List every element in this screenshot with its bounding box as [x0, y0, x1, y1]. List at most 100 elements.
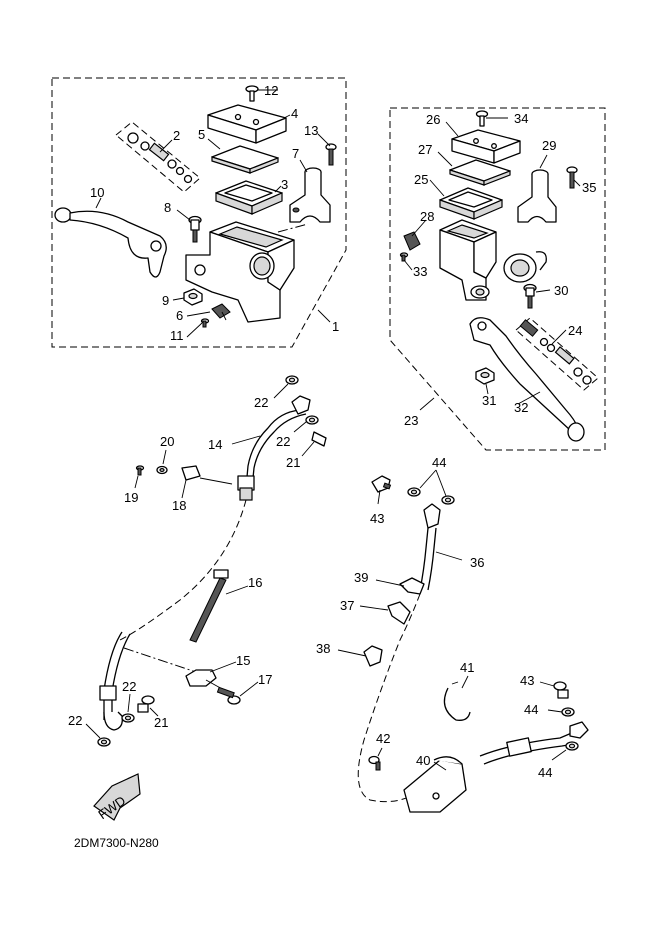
part-28-brake-switch	[403, 231, 421, 251]
assembly-23-frame	[389, 107, 606, 451]
leader-18	[181, 479, 187, 499]
leader-39	[375, 579, 405, 587]
callout-c23: 23	[404, 413, 418, 428]
leader-23	[419, 397, 435, 411]
callout-c22a: 22	[254, 395, 268, 410]
callout-c32: 32	[514, 400, 528, 415]
leader-22b	[293, 421, 307, 433]
part-22d-washer	[97, 737, 111, 747]
leader-44a	[419, 469, 437, 489]
leader-11	[186, 322, 203, 338]
part-17-bolt	[216, 686, 241, 705]
leader-31	[485, 383, 489, 395]
callout-c8: 8	[164, 200, 171, 215]
leader-35	[573, 179, 581, 187]
part-19-bolt	[135, 465, 145, 476]
part-6-brake-switch	[211, 303, 231, 321]
callout-c4: 4	[291, 106, 298, 121]
rear-brake-hose-assembly	[357, 475, 589, 803]
part-40-hose-holder	[403, 756, 467, 813]
leader-16	[225, 585, 249, 595]
callout-c21b: 21	[154, 715, 168, 730]
part-16-cable-tie	[189, 569, 229, 643]
callout-c28: 28	[420, 209, 434, 224]
leader-2	[159, 139, 173, 153]
leader-41	[461, 675, 469, 689]
leader-22c	[127, 693, 131, 713]
callout-c44c: 44	[538, 765, 552, 780]
leader-40	[433, 761, 447, 771]
callout-c2: 2	[173, 128, 180, 143]
part-20-washer	[156, 465, 168, 475]
leader-43b	[539, 681, 555, 687]
part-26-reservoir-cap	[451, 129, 521, 164]
callout-c18: 18	[172, 498, 186, 513]
leader-8	[176, 209, 191, 221]
part-4-reservoir-cap	[207, 104, 287, 144]
part-11-screw	[200, 318, 210, 328]
callout-c5: 5	[198, 127, 205, 142]
callout-c34: 34	[514, 111, 528, 126]
front-brake-hose-assembly	[99, 375, 327, 731]
callout-c27: 27	[418, 142, 432, 157]
part-18-hose-guide	[181, 465, 233, 485]
fwd-direction-arrow: FWD	[93, 773, 141, 822]
callout-c44a: 44	[432, 455, 446, 470]
leader-14	[231, 435, 261, 445]
callout-c39: 39	[354, 570, 368, 585]
part-34-screw	[475, 110, 489, 127]
leader-5	[207, 138, 221, 150]
callout-c24: 24	[568, 323, 582, 338]
callout-c9: 9	[162, 293, 169, 308]
callout-c30: 30	[554, 283, 568, 298]
part-13-screw	[325, 143, 337, 166]
callout-c21a: 21	[286, 455, 300, 470]
callout-c10: 10	[90, 185, 104, 200]
leader-9	[172, 297, 185, 301]
callout-c11: 11	[170, 328, 184, 343]
diagram-code: 2DM7300-N280	[74, 836, 159, 850]
callout-c36: 36	[470, 555, 484, 570]
leader-17	[239, 681, 259, 697]
callout-c19: 19	[124, 490, 138, 505]
leader-26	[445, 121, 459, 137]
leader-3	[274, 185, 282, 193]
part-29-holder-clamp	[517, 169, 557, 223]
part-21b-union-bolt	[137, 695, 155, 713]
callout-c33: 33	[413, 264, 427, 279]
callout-c25: 25	[414, 172, 428, 187]
assembly-1-frame	[51, 77, 347, 348]
leader-21a	[301, 441, 315, 457]
master-cylinder-body	[185, 221, 309, 323]
leader-20	[162, 449, 167, 465]
part-27-diaphragm-plate	[449, 159, 511, 186]
leader-22a	[273, 383, 289, 399]
callout-c26: 26	[426, 112, 440, 127]
leader-37	[359, 605, 389, 611]
callout-c13: 13	[304, 123, 318, 138]
part-39-hose-clip	[399, 577, 425, 595]
leader-32	[517, 391, 541, 405]
leader-21b	[149, 707, 159, 717]
part-32-rear-brake-lever	[469, 317, 585, 442]
leader-25	[429, 179, 445, 197]
part-41-circlip	[443, 681, 471, 721]
callout-c1: 1	[332, 319, 339, 334]
leader-1	[317, 309, 331, 323]
part-38-hose-clip	[363, 645, 383, 667]
callout-c41: 41	[460, 660, 474, 675]
part-10-front-brake-lever	[54, 207, 167, 278]
leader-30	[535, 289, 551, 293]
callout-c22b: 22	[276, 434, 290, 449]
leader-6	[186, 311, 211, 317]
part-7-holder-clamp	[289, 167, 331, 223]
callout-c42: 42	[376, 731, 390, 746]
part-33-screw	[399, 252, 409, 262]
callout-c7: 7	[292, 146, 299, 161]
part-9-nut	[183, 288, 203, 306]
leader-22d	[85, 723, 101, 739]
leader-33	[403, 259, 413, 271]
leader-7	[299, 159, 308, 173]
